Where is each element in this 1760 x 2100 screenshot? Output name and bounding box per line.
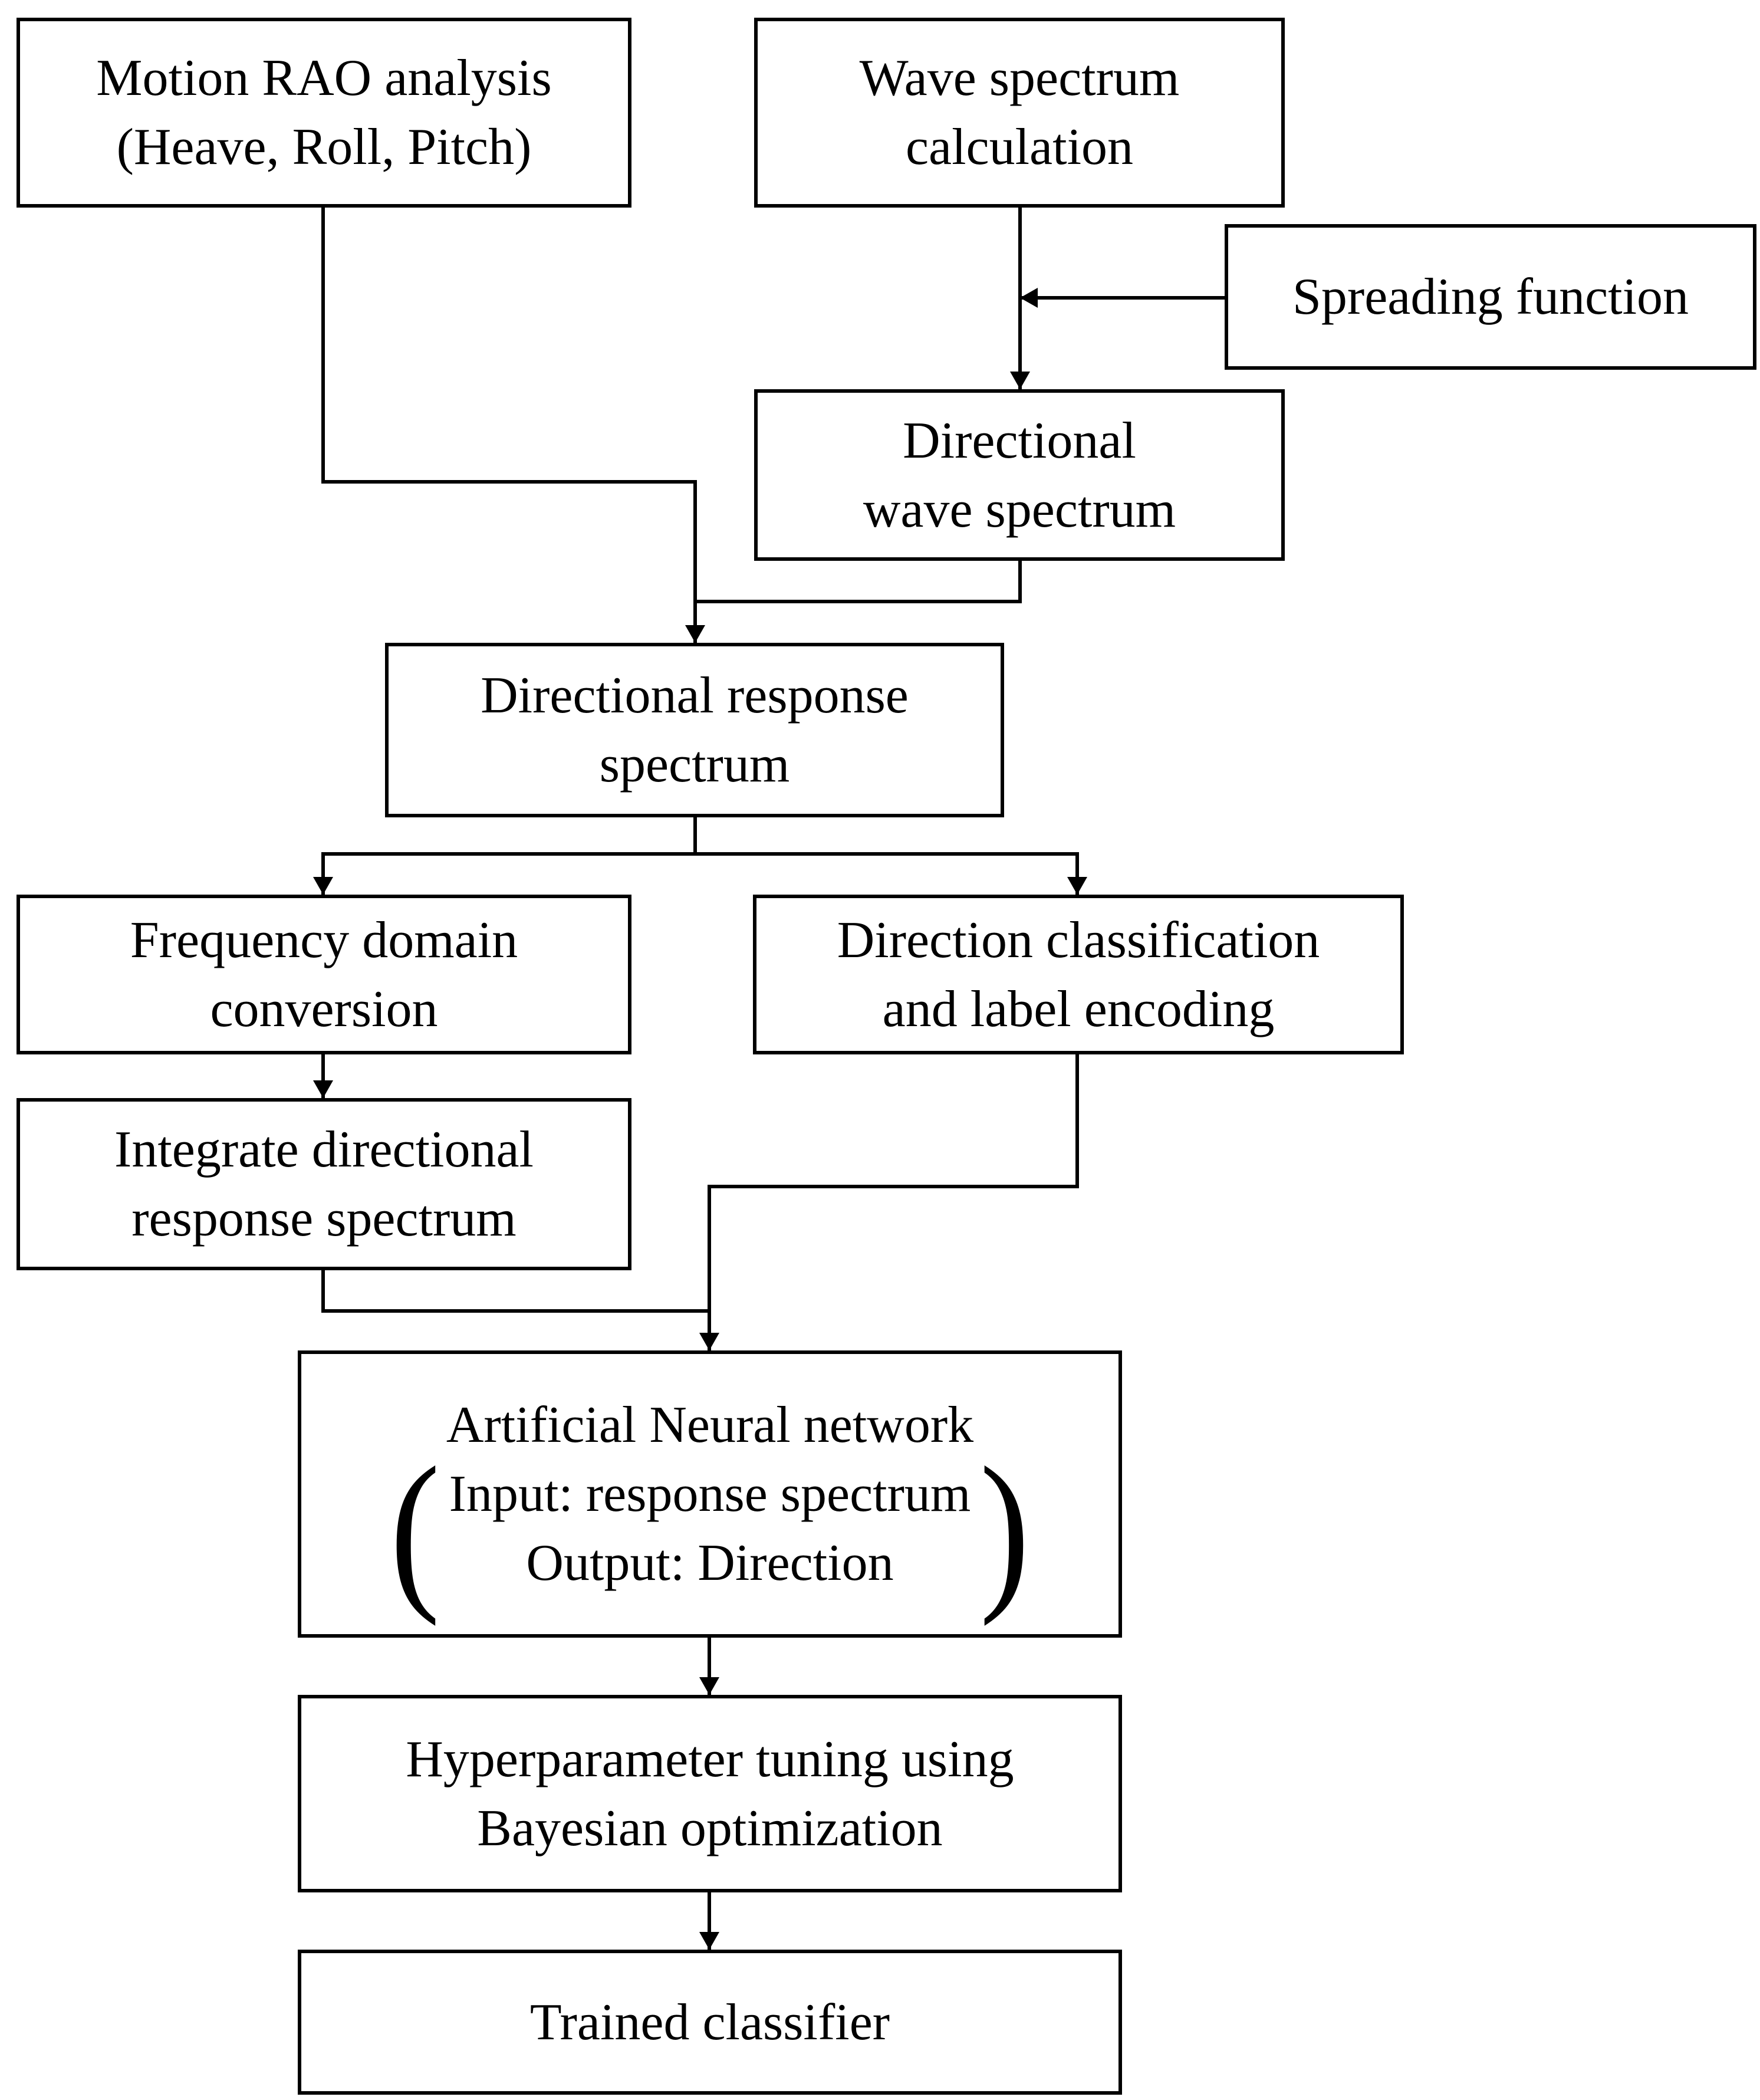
direction-classification-line1: Direction classification: [837, 911, 1320, 969]
line-integrate-to-join: [321, 1268, 709, 1313]
ann-io-group: ( Input: response spectrum Output: Direc…: [381, 1431, 1039, 1626]
directional-wave-line1: Directional: [903, 412, 1136, 469]
artificial-neural-network-box: Artificial Neural network ( Input: respo…: [298, 1350, 1122, 1638]
directional-response-line2: spectrum: [599, 736, 790, 793]
wave-spectrum-line1: Wave spectrum: [859, 50, 1180, 107]
direction-classification-box: Direction classification and label encod…: [753, 895, 1404, 1054]
line-directional-wave-to-join: [695, 559, 1022, 603]
ann-output-label: Output: Direction: [526, 1534, 894, 1592]
directional-wave-line2: wave spectrum: [863, 481, 1176, 538]
directional-wave-spectrum-box: Directional wave spectrum: [754, 389, 1285, 561]
arrow-split-to-direction-classification: [695, 852, 1087, 895]
line-direction-classification-to-ann: [699, 1053, 1079, 1350]
frequency-domain-line2: conversion: [210, 980, 438, 1038]
directional-response-spectrum-box: Directional response spectrum: [385, 643, 1004, 817]
ann-close-paren: ): [979, 1431, 1030, 1626]
arrow-split-to-frequency-domain: [313, 852, 695, 895]
trained-classifier-label: Trained classifier: [529, 1993, 890, 2051]
motion-rao-line1: Motion RAO analysis: [96, 50, 552, 107]
ann-input-label: Input: response spectrum: [449, 1465, 971, 1523]
integrate-line1: Integrate directional: [114, 1121, 534, 1178]
ann-io-lines: Input: response spectrum Output: Directi…: [449, 1460, 971, 1598]
frequency-domain-conversion-box: Frequency domain conversion: [17, 895, 631, 1054]
integrate-response-spectrum-box: Integrate directional response spectrum: [17, 1098, 631, 1270]
directional-response-line1: Directional response: [481, 667, 909, 724]
arrow-motion-rao-to-directional-response: [321, 206, 705, 643]
ann-open-paren: (: [390, 1431, 440, 1626]
wave-spectrum-line2: calculation: [905, 119, 1134, 176]
trained-classifier-box: Trained classifier: [298, 1950, 1122, 2095]
frequency-domain-line1: Frequency domain: [130, 911, 518, 969]
hyperparameter-tuning-box: Hyperparameter tuning using Bayesian opt…: [298, 1695, 1122, 1892]
ann-title: Artificial Neural network: [446, 1396, 974, 1454]
integrate-line2: response spectrum: [131, 1190, 517, 1247]
spreading-function-box: Spreading function: [1225, 224, 1756, 370]
motion-rao-line2: (Heave, Roll, Pitch): [116, 119, 532, 176]
spreading-function-label: Spreading function: [1292, 268, 1689, 326]
hyperparameter-line2: Bayesian optimization: [477, 1799, 943, 1857]
direction-classification-line2: and label encoding: [882, 980, 1275, 1038]
hyperparameter-line1: Hyperparameter tuning using: [406, 1730, 1014, 1788]
motion-rao-analysis-box: Motion RAO analysis (Heave, Roll, Pitch): [17, 18, 631, 208]
wave-spectrum-calculation-box: Wave spectrum calculation: [754, 18, 1285, 208]
